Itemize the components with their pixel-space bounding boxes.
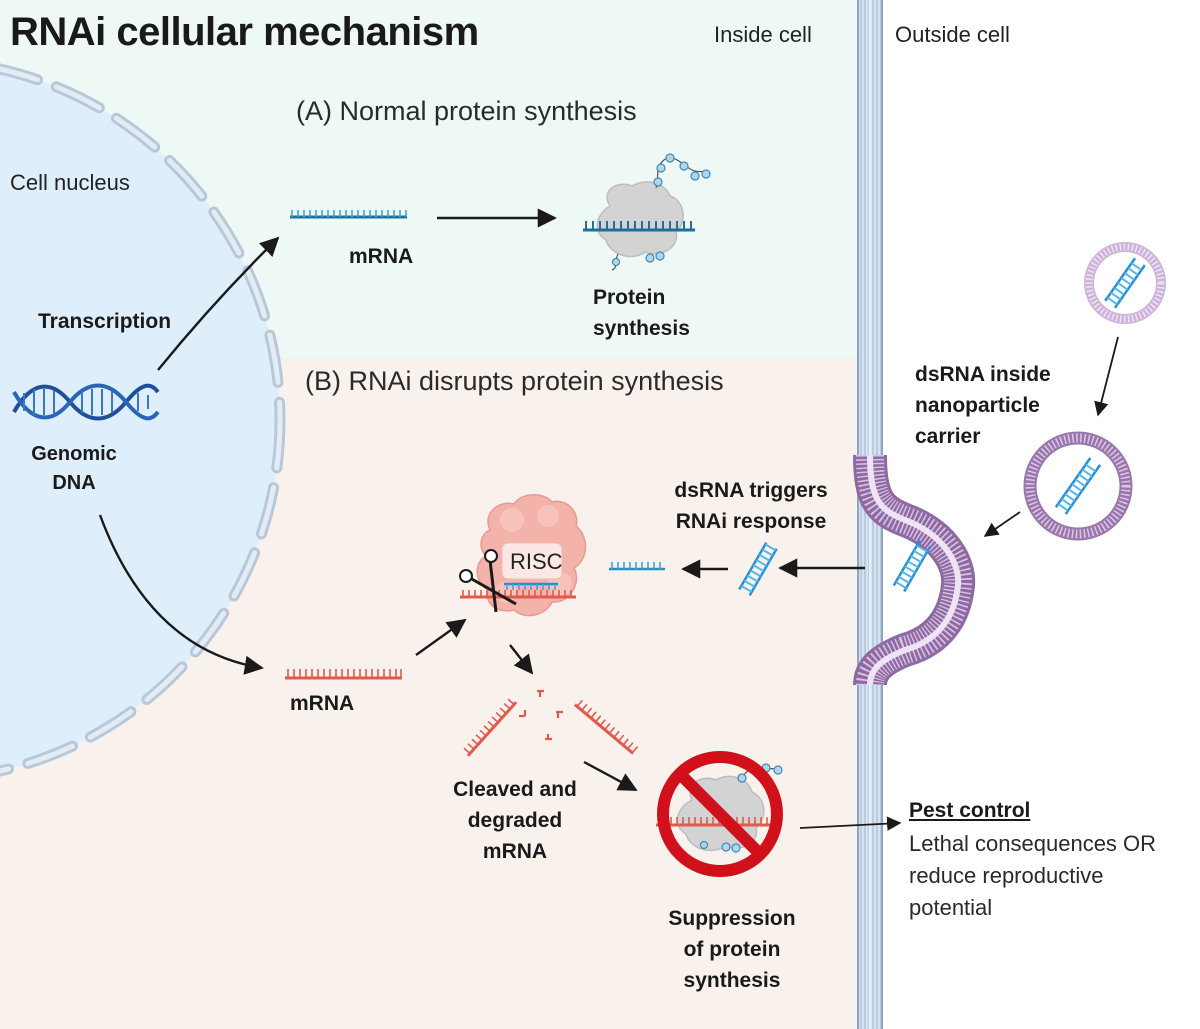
transcription-arrow (157, 236, 280, 371)
nuclear-envelope-inner (0, 66, 283, 774)
dna-to-mrna-arrow (98, 514, 264, 675)
cell-nucleus (0, 69, 280, 771)
inside-cell-label: Inside cell (714, 22, 812, 47)
sirna-strand (609, 562, 665, 571)
suppression-label: Suppression of protein synthesis (668, 907, 796, 992)
panel-a-heading: (A) Normal protein synthesis (296, 96, 637, 126)
pest-control-title: Pest control (909, 799, 1031, 822)
cleavage-arrow (509, 644, 534, 675)
risc-label: RISC (510, 549, 563, 574)
dna-double-helix-icon (12, 383, 160, 421)
dsrna-in-membrane (892, 539, 932, 593)
dsrna-trigger-label: dsRNA triggers RNAi response (674, 479, 828, 533)
endocytosis-membrane (853, 454, 976, 687)
pest-control-text: Lethal consequences OR reduce reproducti… (909, 831, 1157, 920)
mrna-target-strand (285, 669, 402, 680)
risc-complex (476, 494, 587, 617)
genomic-dna-label: Genomic DNA (31, 443, 117, 494)
cleaved-mrna-fragments (463, 689, 639, 757)
ribosome-icon (583, 153, 711, 271)
panel-b-heading: (B) RNAi disrupts protein synthesis (305, 366, 724, 396)
page-title: RNAi cellular mechanism (10, 10, 479, 54)
scissors-icon (459, 549, 517, 613)
outside-cell-label: Outside cell (895, 22, 1010, 47)
nanoparticle-label: dsRNA inside nanoparticle carrier (915, 363, 1051, 448)
risc-bound-mrna (460, 582, 576, 599)
mrna-to-risc-arrow (415, 618, 467, 656)
dsrna-trigger (738, 541, 778, 597)
pest-control-arrow (799, 816, 902, 831)
cleaved-mrna-label: Cleaved and degraded mRNA (453, 778, 577, 863)
vesicle-approach-arrow (1094, 336, 1119, 417)
transcription-label: Transcription (38, 310, 172, 333)
mrna-normal-label: mRNA (349, 245, 414, 268)
degradation-arrow (583, 760, 638, 792)
nanoparticle-vesicle-near-membrane (1023, 431, 1133, 541)
mrna-target-label: mRNA (290, 692, 355, 715)
mrna-normal-strand (290, 210, 407, 219)
vesicle-fusion-arrow (983, 511, 1021, 537)
suppressed-ribosome-icon (656, 751, 783, 877)
protein-synthesis-label: Protein synthesis (593, 286, 690, 340)
nanoparticle-vesicle-outside (1084, 242, 1166, 324)
cell-nucleus-label: Cell nucleus (10, 170, 130, 195)
